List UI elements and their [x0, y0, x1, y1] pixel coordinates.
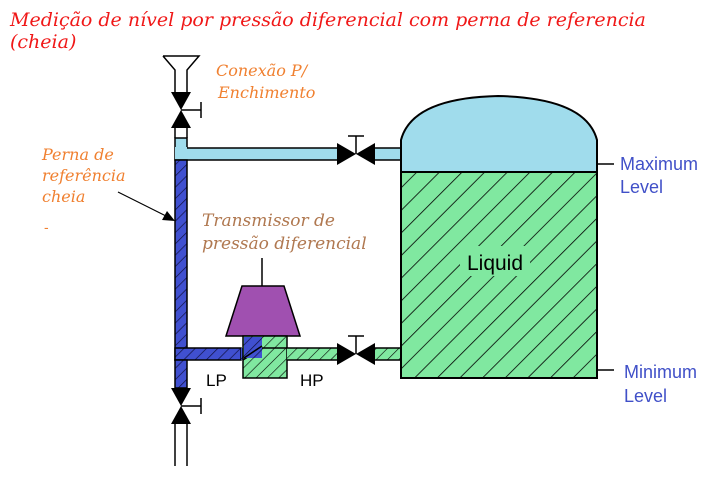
fill-funnel: [162, 55, 201, 92]
fill-connection-line-1: Conexão P/: [216, 61, 309, 80]
top-line-valve: [337, 135, 375, 165]
fill-valve: [171, 92, 202, 138]
dp-transmitter: [224, 258, 302, 379]
maximum-level-line-2: Level: [620, 177, 663, 197]
reference-leg-arrow: [117, 191, 175, 221]
liquid-label: Liquid: [467, 252, 523, 275]
liquid-pipe: [287, 347, 403, 361]
minimum-level-line-1: Minimum: [624, 362, 697, 382]
vapor-pipe: [174, 137, 403, 161]
reference-leg-line-1: Perna de: [41, 145, 114, 164]
maximum-level-line-1: Maximum: [620, 154, 698, 174]
fill-connection-line-2: Enchimento: [217, 83, 315, 102]
reference-leg-line-3: cheia: [42, 187, 85, 206]
title-line-2: (cheia): [10, 31, 76, 53]
minimum-level-line-2: Level: [624, 386, 667, 406]
stray-dash: -: [44, 219, 49, 235]
reference-leg-line-2: referência: [42, 166, 126, 185]
title-line-1: Medição de nível por pressão diferencial…: [9, 9, 646, 31]
transmitter-line-2: pressão diferencial: [202, 234, 367, 254]
lp-label: LP: [206, 371, 227, 390]
liquid-label-bg: [460, 246, 530, 276]
hp-label: HP: [300, 371, 324, 390]
bottom-line-valve: [337, 335, 375, 365]
tank: [400, 94, 598, 379]
transmitter-line-1: Transmissor de: [202, 211, 335, 231]
drain-valve: [171, 388, 202, 466]
